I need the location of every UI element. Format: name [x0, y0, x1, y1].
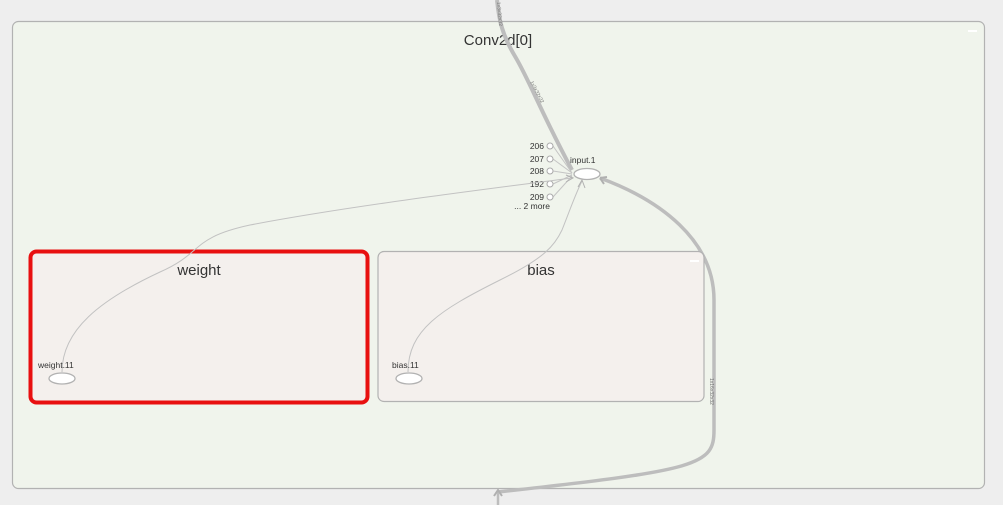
bias-edge-arrow [577, 178, 586, 189]
input-label-206: 206 [530, 141, 544, 151]
input-port-192[interactable] [546, 180, 554, 188]
output-edge-arrow [599, 176, 608, 185]
bias-node[interactable] [395, 372, 423, 385]
input-label-192: 192 [530, 179, 544, 189]
input-ports [546, 142, 554, 201]
weight-edge-arrow [565, 174, 575, 183]
output-edge-label: 1x16x32x32 [708, 378, 714, 405]
bias-group-title: bias [527, 262, 555, 279]
more-inputs-label[interactable]: ... 2 more [514, 201, 550, 211]
top-edge-label: 1x3x32x32 [495, 2, 503, 27]
weight-node-label: weight.11 [37, 360, 74, 370]
weight-group[interactable] [28, 249, 370, 405]
input-label-208: 208 [530, 166, 544, 176]
weight-node[interactable] [48, 372, 76, 385]
weight-to-input-edge [61, 177, 573, 373]
bias-to-input-edge [407, 180, 583, 373]
input-port-206[interactable] [546, 142, 554, 150]
input-node[interactable] [573, 167, 601, 181]
input-node-label: input.1 [570, 155, 596, 165]
input-port-208[interactable] [546, 167, 554, 175]
incoming-edge [495, 0, 574, 171]
conv2d-collapse-button[interactable] [968, 30, 977, 32]
input-port-209[interactable] [546, 193, 554, 201]
input-label-209: 209 [530, 192, 544, 202]
input-port-207[interactable] [546, 155, 554, 163]
bias-node-label: bias.11 [392, 360, 419, 370]
output-edge [497, 176, 716, 494]
bottom-arrow [493, 488, 503, 497]
bias-group[interactable] [377, 250, 705, 403]
weight-group-title: weight [176, 262, 221, 279]
conv2d-group-title: Conv2d[0] [464, 32, 532, 49]
bias-collapse-button[interactable] [690, 260, 699, 262]
input-label-207: 207 [530, 154, 544, 164]
